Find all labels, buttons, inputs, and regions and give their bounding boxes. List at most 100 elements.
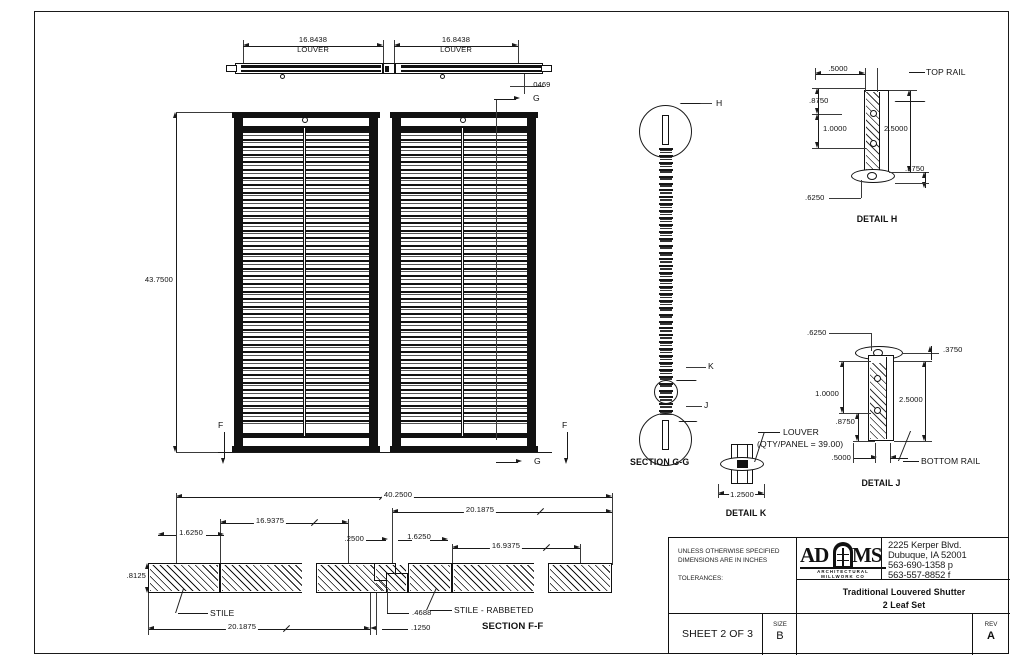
leaf-left-tilt-rod — [303, 128, 306, 436]
elevation-section-g-bottom-line — [496, 462, 518, 463]
detail-j-dim-3750-line — [931, 346, 932, 360]
elevation-center-gap — [382, 112, 390, 452]
louver-slat-edge — [401, 408, 527, 410]
detail-j-rail-hatch — [870, 363, 886, 439]
louver-slat — [243, 305, 369, 308]
louver-slat-edge — [243, 286, 369, 288]
ff-stile-label: STILE — [210, 608, 235, 618]
detail-j-dim-10000-arrow-b — [840, 407, 845, 413]
ff-panel-left-break — [302, 561, 316, 595]
louver-slat-edge — [243, 301, 369, 303]
louver-slat — [243, 153, 369, 156]
leaf-left-stile-right — [369, 112, 378, 452]
ff-panel-left-a-hatch — [222, 565, 302, 591]
plan-thickness-ext — [510, 86, 544, 87]
louver-slat — [401, 381, 527, 384]
detail-k-louver-label: LOUVER — [783, 427, 819, 437]
elevation-leaf-right — [390, 112, 538, 452]
elev-height-ext-bottom — [176, 452, 234, 453]
plan-section-g-label: G — [533, 93, 540, 103]
louver-slat — [243, 404, 369, 407]
detail-h-dim-8750-arrow-b — [815, 108, 820, 114]
detail-h-dim-8750-arrow-a — [815, 88, 820, 94]
ff-stile-left-hatch — [150, 565, 218, 591]
section-gg-slat-gap — [660, 157, 672, 160]
louver-slat-edge — [243, 263, 369, 265]
detail-j-dim-5000-line — [853, 458, 875, 459]
detail-j-dim-5000-ext-r2 — [890, 443, 891, 463]
ff-dim-left-panel-value: 16.9375 — [253, 516, 287, 525]
elevation-view — [232, 112, 538, 452]
louver-slat-edge — [401, 157, 527, 159]
leaf-left-top-rail — [232, 112, 380, 118]
section-gg-slat — [659, 305, 673, 309]
louver-slat-edge — [243, 142, 369, 144]
section-gg-slat-gap — [660, 184, 672, 188]
louver-slat-edge — [401, 332, 527, 334]
section-gg-callout-j: J — [704, 400, 709, 410]
detail-j-pin-hole-upper — [874, 375, 881, 382]
detail-h-dim-25000-ext-b — [889, 172, 929, 173]
section-gg-slat — [659, 367, 673, 371]
section-gg-slat — [659, 160, 673, 164]
section-gg-slat — [659, 229, 673, 233]
plan-dim-arrow-right-b — [512, 43, 518, 48]
detail-j-title: DETAIL J — [861, 478, 901, 488]
detail-h-dim-3750-line — [925, 172, 926, 188]
ff-dim-thickness-value: .8125 — [126, 571, 146, 580]
section-gg-slat — [659, 278, 673, 282]
detail-j-dim-8750-line — [858, 413, 859, 441]
louver-slat-edge — [401, 423, 527, 425]
detail-j-dim-5000-arrow-a — [871, 455, 877, 460]
plan-view: 16.8438 LOUVER 16.8438 LOUVER .0469 — [0, 0, 1024, 110]
louver-slat — [401, 184, 527, 187]
section-gg-slat-gap — [660, 405, 672, 409]
detail-h-dim-10000-arrow-a — [815, 114, 820, 120]
section-gg-slat-gap — [660, 357, 672, 360]
louver-slat — [243, 191, 369, 194]
section-gg-slat — [659, 181, 673, 185]
detail-h-dim-8750-value: .8750 — [809, 96, 829, 105]
company-logo-sub1: ARCHITECTURAL — [817, 569, 869, 574]
detail-j-dim-10000-line — [843, 361, 844, 413]
title-block-address-line2: Dubuque, IA 52001 — [888, 549, 967, 560]
louver-slat — [243, 290, 369, 293]
leaf-right-bottom-rail-band — [401, 433, 527, 438]
louver-slat — [243, 207, 369, 209]
louver-slat-edge — [243, 423, 369, 425]
louver-slat-edge — [243, 165, 369, 166]
section-gg-slat — [659, 312, 673, 316]
louver-slat-edge — [401, 248, 527, 250]
ff-rabbet-leader-vert — [387, 589, 388, 613]
section-gg-h-leader — [690, 103, 712, 104]
elevation-section-f-left-label: F — [218, 420, 224, 430]
plan-dim-line-right — [394, 46, 518, 47]
detail-j-pin-hole-lower — [874, 407, 881, 414]
section-gg-slat — [659, 285, 673, 288]
title-block-size-label: SIZE — [773, 621, 787, 628]
detail-h-dim-25000-arrow-b — [907, 166, 912, 172]
section-gg-slat — [659, 257, 673, 261]
company-logo-word-right: MS — [852, 543, 882, 567]
leaf-right-stile-right — [527, 112, 536, 452]
ff-dim-right-stile-line3 — [430, 540, 448, 541]
detail-j-dim-5000-value: .5000 — [831, 453, 851, 462]
louver-slat-edge — [401, 263, 527, 265]
louver-slat-edge — [401, 301, 527, 303]
louver-slat-edge — [243, 332, 369, 334]
company-logo-arch-icon — [833, 542, 853, 568]
detail-j-dim-8750-arrow-b — [855, 435, 860, 441]
louver-slat — [243, 146, 369, 149]
louver-slat — [401, 374, 527, 377]
ff-dim-right-stile-value: 1.6250 — [407, 532, 431, 541]
detail-j-dim-10000-value: 1.0000 — [815, 389, 839, 398]
louver-slat — [243, 176, 369, 179]
louver-slat — [243, 275, 369, 278]
section-gg-callout-h: H — [716, 98, 723, 108]
louver-slat-edge — [243, 172, 369, 174]
detail-k-view: LOUVER (QTY/PANEL = 39.00) 1.2500 DETAIL… — [706, 420, 866, 530]
louver-slat — [401, 131, 527, 133]
section-gg-callout-k: K — [708, 361, 714, 371]
section-gg-slat — [659, 167, 673, 171]
leaf-right-top-rail — [390, 112, 538, 118]
